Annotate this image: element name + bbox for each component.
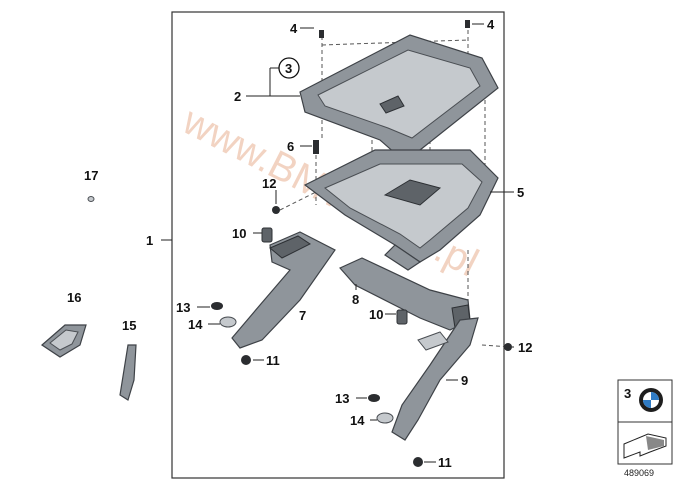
callout-6: 6 <box>287 139 294 154</box>
screw-4-left <box>319 30 324 38</box>
callout-13-left: 13 <box>176 300 190 315</box>
carrier-frame <box>303 149 499 271</box>
luggage-rack-plate <box>299 34 499 181</box>
callout-16: 16 <box>67 290 81 305</box>
nut-13-right <box>368 394 380 402</box>
arrow-bracket-icon <box>623 433 667 459</box>
leader-lines <box>161 23 514 463</box>
callout-9: 9 <box>461 373 468 388</box>
clip-17 <box>87 196 95 202</box>
callout-15: 15 <box>122 318 136 333</box>
callout-11-left: 11 <box>266 353 280 368</box>
hardware <box>211 20 512 467</box>
cap-15 <box>119 344 137 401</box>
screw-4-right <box>465 20 470 28</box>
cross-member <box>339 257 471 331</box>
callout-7: 7 <box>299 308 306 323</box>
assembly-frame <box>171 11 505 479</box>
screw-12-left <box>272 206 280 214</box>
screw-12-right <box>504 343 512 351</box>
callouts: 1 2 3 4 4 5 6 7 8 9 10 10 11 11 12 12 13… <box>67 17 532 470</box>
rubber-bush-10-left <box>261 227 273 243</box>
callout-13-right: 13 <box>335 391 349 406</box>
bolt-11-right <box>413 457 423 467</box>
callout-14-right: 14 <box>350 413 365 428</box>
callout-14-left: 14 <box>188 317 203 332</box>
left-support-bracket <box>231 231 336 349</box>
image-number: 489069 <box>624 468 654 478</box>
callout-10-left: 10 <box>232 226 246 241</box>
callout-2: 2 <box>234 89 241 104</box>
callout-1: 1 <box>146 233 153 248</box>
callout-8: 8 <box>352 292 359 307</box>
screw-6 <box>313 140 319 154</box>
legend-number: 3 <box>624 386 631 401</box>
callout-11-right: 11 <box>438 455 452 470</box>
callout-17: 17 <box>84 168 98 183</box>
callout-4-right: 4 <box>487 17 495 32</box>
legend-box: 3 <box>617 379 673 465</box>
callout-3: 3 <box>285 61 292 76</box>
callout-5: 5 <box>517 185 524 200</box>
washer-14-left <box>219 316 237 328</box>
nut-13-left <box>211 302 223 310</box>
callout-10-right: 10 <box>369 307 383 322</box>
callout-4-left: 4 <box>290 21 298 36</box>
loose-parts <box>41 196 137 401</box>
bmw-roundel-icon <box>639 388 663 412</box>
callout-12-left: 12 <box>262 176 276 191</box>
callout-12-right: 12 <box>518 340 532 355</box>
callout-3-circle <box>278 57 300 79</box>
bolt-11-left <box>241 355 251 365</box>
right-support-bracket <box>391 317 479 441</box>
washer-14-right <box>376 412 394 424</box>
rubber-bush-10-right <box>396 309 408 325</box>
